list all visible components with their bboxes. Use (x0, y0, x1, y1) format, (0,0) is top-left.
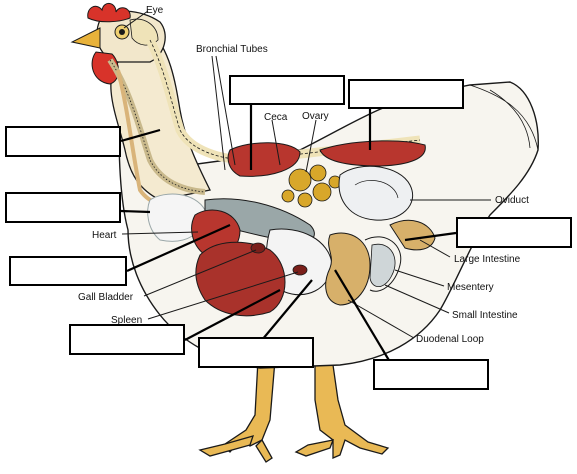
label-gall-bladder: Gall Bladder (78, 292, 134, 303)
answer-box-5[interactable] (198, 337, 314, 368)
label-spleen: Spleen (111, 315, 142, 326)
comb (87, 3, 131, 23)
skull (129, 18, 159, 46)
spleen (292, 264, 308, 276)
answer-box-2[interactable] (5, 192, 121, 223)
small-intestine (369, 243, 396, 288)
eye-icon (114, 24, 130, 40)
label-mesentery: Mesentery (447, 282, 494, 293)
label-ovary: Ovary (302, 111, 329, 122)
answer-box-7[interactable] (348, 79, 464, 109)
oviduct-fold (354, 180, 399, 199)
label-bronchial-tubes: Bronchial Tubes (196, 44, 268, 55)
answer-box-1[interactable] (5, 126, 121, 157)
lungs (227, 142, 301, 177)
label-eye: Eye (146, 5, 164, 16)
oviduct (338, 165, 413, 221)
answer-box-9[interactable] (373, 359, 489, 390)
answer-box-3[interactable] (9, 256, 127, 286)
answer-box-8[interactable] (456, 217, 572, 248)
label-heart: Heart (92, 230, 117, 241)
answer-box-6[interactable] (229, 75, 345, 105)
tail-feathers (469, 84, 539, 151)
kidney (319, 140, 426, 167)
leader-lines (121, 10, 491, 339)
answer-box-4[interactable] (69, 324, 185, 355)
label-ceca: Ceca (264, 112, 288, 123)
beak (70, 27, 101, 49)
label-large-intestine: Large Intestine (454, 254, 521, 265)
label-oviduct: Oviduct (495, 195, 529, 206)
box-leader-lines (120, 104, 457, 363)
label-small-intestine: Small Intestine (452, 310, 518, 321)
trachea-rings (109, 59, 206, 193)
duodenal-loop (325, 232, 371, 306)
label-duodenal-loop: Duodenal Loop (416, 334, 484, 345)
legs (198, 359, 390, 463)
